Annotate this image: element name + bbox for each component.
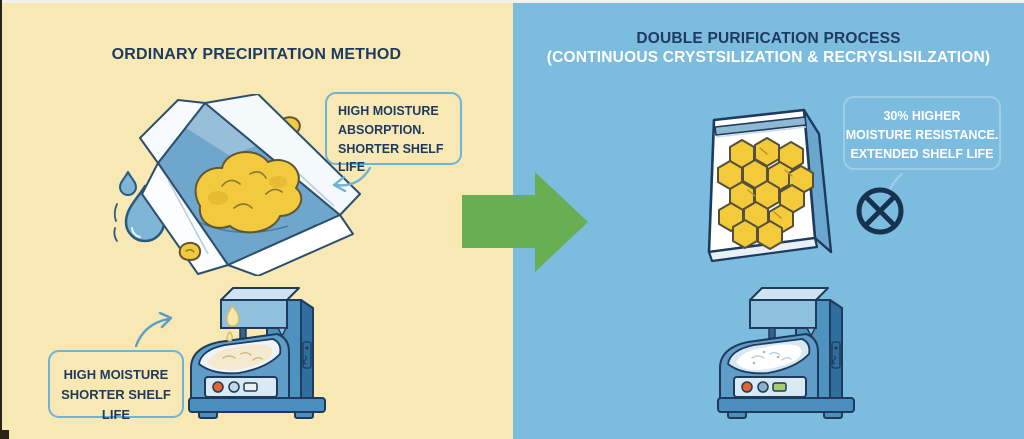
left-title: ORDINARY PRECIPITATION METHOD: [111, 46, 402, 63]
callout-line: HIGH MOISTURE: [338, 104, 439, 118]
mixer-machine-white-illustration: [717, 287, 855, 419]
mixer-machine-yellow-illustration: [188, 287, 326, 419]
callout-line: HIGH MOISTURE: [63, 367, 169, 382]
callout-line: 30% HIGHER: [883, 109, 961, 123]
callout-line: MOISTURE RESISTANCE.: [845, 127, 999, 142]
no-moisture-crossed-circle-icon: [856, 187, 904, 235]
frame-corner: [0, 430, 9, 439]
open-packet-illustration: [139, 94, 361, 276]
frame-top-edge: [0, 0, 1024, 3]
callout-high-moisture-absorption: HIGH MOISTURE ABSORPTION. SHORTER SHELF …: [325, 92, 462, 174]
callout-arrow-icon: [332, 166, 372, 193]
callout-line: SHORTER SHELF LIFE: [61, 387, 171, 423]
frame-left-edge: [0, 0, 2, 439]
right-title-line-2: (CONTINUOUS CRYSTSILIZATION & RECRYSLISI…: [546, 49, 991, 66]
callout-line: EXTENDED SHELF LIFE: [850, 146, 994, 161]
right-title-line-1: DOUBLE PURIFICATION PROCESS: [636, 30, 901, 47]
callout-line: SHORTER SHELF LIFE: [338, 141, 444, 175]
callout-moisture-resistance: 30% HIGHER MOISTURE RESISTANCE. EXTENDED…: [843, 96, 1001, 170]
green-arrow-icon: [462, 172, 588, 272]
callout-arrow-icon: [134, 311, 173, 348]
callout-high-moisture-shelf-life: HIGH MOISTURE SHORTER SHELF LIFE: [48, 350, 184, 422]
pouch-illustration: [707, 108, 833, 263]
callout-line: ABSORPTION.: [338, 122, 425, 137]
